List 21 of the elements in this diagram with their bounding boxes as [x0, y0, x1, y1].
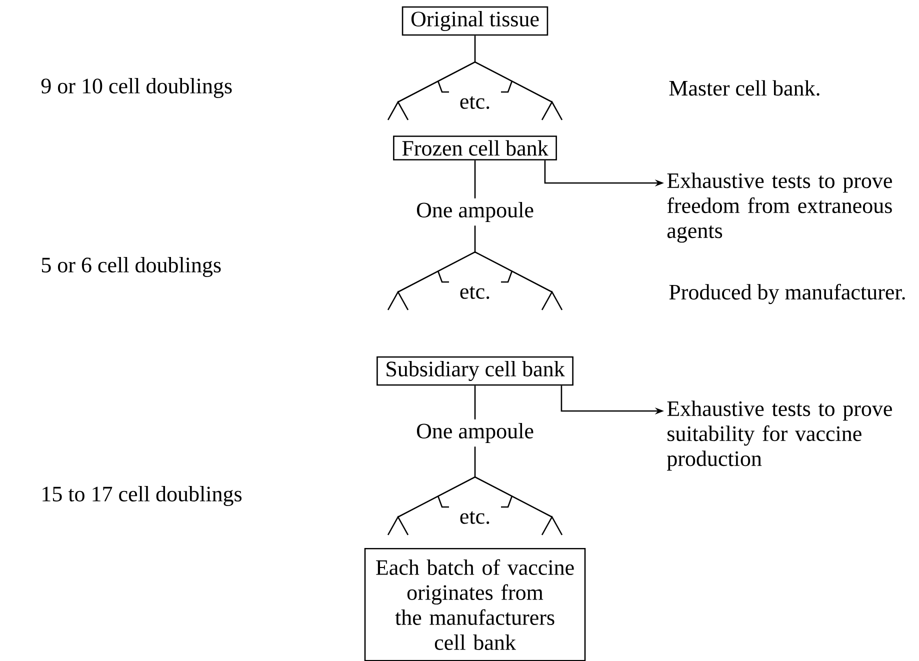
connector-line [474, 36, 476, 62]
etc-label: etc. [460, 286, 490, 299]
doubling-label: 5 or 6 cell doublings [42, 257, 221, 277]
etc-label: etc. [460, 96, 490, 109]
doubling-label: 15 to 17 cell doublings [42, 486, 242, 506]
etc-label: etc. [460, 511, 490, 524]
connector-line [474, 386, 476, 420]
bank-label: Master cell bank. [669, 80, 820, 96]
connector-line [474, 160, 476, 198]
connector-line [474, 226, 476, 252]
process-box: Subsidiary cell bank [376, 356, 574, 386]
connector-line [474, 446, 476, 477]
producer-label: Produced by manufacturer. [669, 284, 905, 304]
process-box: Original tissue [402, 6, 548, 36]
step-label: One ampoule [416, 202, 534, 222]
doubling-label: 9 or 10 cell doublings [41, 78, 232, 98]
test-note: Exhaustive tests to prove suitability for vaccine production [667, 400, 892, 471]
step-label: One ampoule [416, 423, 534, 443]
test-note: Exhaustive tests to prove freedom from extraneous agents [667, 172, 892, 243]
process-box: Frozen cell bank [393, 136, 557, 160]
result-box: Each batch of vaccine originates from the manufacturers cell bank [364, 548, 586, 661]
